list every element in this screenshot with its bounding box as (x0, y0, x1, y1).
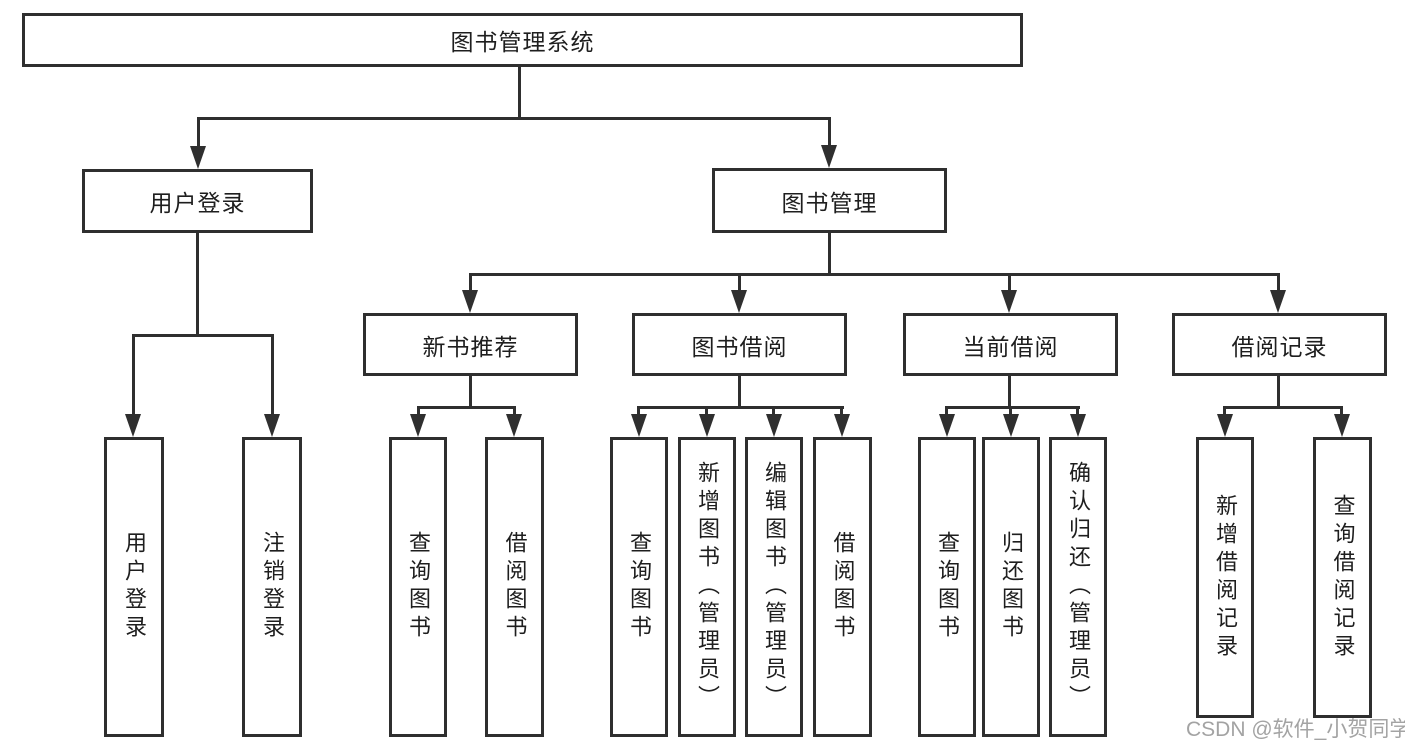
leaf-cb-confirm-return-admin: 确认归还（管理员） (1049, 437, 1107, 737)
leaf-br-query-record: 查询借阅记录 (1313, 437, 1372, 718)
leaf-label: 归还图书 (999, 531, 1024, 643)
connector-to-book-mgmt (828, 117, 831, 148)
connector-root-stem (518, 66, 521, 119)
node-new-books: 新书推荐 (363, 313, 578, 376)
leaf-bb-query-books: 查询图书 (610, 437, 668, 737)
connector-new-books-stem (469, 375, 472, 408)
arrowhead (631, 414, 647, 437)
connector-leaf-stem (705, 406, 708, 417)
arrowhead (462, 290, 478, 313)
arrowhead (1070, 414, 1086, 437)
connector-user-login-bus (132, 334, 274, 337)
connector-leaf-stem (417, 406, 420, 417)
connector-to-current-borrow (1008, 273, 1011, 292)
leaf-bb-add-books-admin: 新增图书（管理员） (678, 437, 736, 737)
leaf-logout: 注销登录 (242, 437, 302, 737)
leaf-bb-borrow-books: 借阅图书 (813, 437, 872, 737)
connector-to-user-login (197, 117, 200, 149)
arrowhead (834, 414, 850, 437)
leaf-nb-query-books: 查询图书 (389, 437, 447, 737)
node-current-borrow: 当前借阅 (903, 313, 1118, 376)
connector-leaf-stem (513, 406, 516, 417)
connector-leaf-stem (1009, 406, 1012, 417)
connector-to-leaf-user-login (132, 334, 135, 417)
leaf-label: 查询图书 (627, 531, 652, 643)
leaf-label: 借阅图书 (502, 531, 528, 643)
arrowhead (766, 414, 782, 437)
arrowhead (1270, 290, 1286, 313)
connector-new-books-bus (417, 406, 515, 409)
arrowhead (190, 146, 206, 169)
leaf-label: 确认归还（管理员） (1066, 461, 1091, 713)
arrowhead (410, 414, 426, 437)
connector-current-borrow-stem (1008, 375, 1011, 408)
connector-level3-bus (469, 273, 1280, 276)
leaf-cb-query-books: 查询图书 (918, 437, 976, 737)
connector-leaf-stem (637, 406, 640, 417)
leaf-cb-return-books: 归还图书 (982, 437, 1040, 737)
arrowhead (1003, 414, 1019, 437)
leaf-label: 用户登录 (122, 531, 147, 643)
leaf-br-add-record: 新增借阅记录 (1196, 437, 1254, 718)
connector-leaf-stem (945, 406, 948, 417)
arrowhead (939, 414, 955, 437)
node-root: 图书管理系统 (22, 13, 1023, 67)
connector-leaf-stem (840, 406, 843, 417)
connector-book-borrow-stem (738, 375, 741, 408)
arrowhead (264, 414, 280, 437)
arrowhead (1334, 414, 1350, 437)
connector-user-login-stem (196, 232, 199, 336)
connector-current-borrow-bus (945, 406, 1080, 409)
leaf-label: 查询借阅记录 (1330, 493, 1356, 662)
leaf-label: 新增借阅记录 (1213, 493, 1238, 662)
arrowhead (821, 145, 837, 168)
connector-leaf-stem (1223, 406, 1226, 417)
watermark: CSDN @软件_小贺同学 (1186, 718, 1405, 741)
connector-book-borrow-bus (637, 406, 844, 409)
node-borrow-records: 借阅记录 (1172, 313, 1387, 376)
arrowhead (1001, 290, 1017, 313)
connector-leaf-stem (1340, 406, 1343, 417)
node-book-mgmt: 图书管理 (712, 168, 947, 233)
connector-to-leaf-logout (271, 334, 274, 417)
arrowhead (731, 290, 747, 313)
leaf-nb-borrow-books: 借阅图书 (485, 437, 544, 737)
connector-borrow-records-bus (1223, 406, 1343, 409)
leaf-label: 查询图书 (406, 531, 431, 643)
leaf-label: 借阅图书 (830, 531, 856, 643)
leaf-user-login: 用户登录 (104, 437, 164, 737)
leaf-label: 注销登录 (260, 531, 285, 643)
connector-borrow-records-stem (1277, 375, 1280, 408)
connector-leaf-stem (772, 406, 775, 417)
leaf-bb-edit-books-admin: 编辑图书（管理员） (745, 437, 803, 737)
connector-level2-bus (197, 117, 831, 120)
leaf-label: 查询图书 (935, 531, 960, 643)
connector-book-mgmt-stem (828, 232, 831, 275)
leaf-label: 编辑图书（管理员） (762, 461, 787, 713)
node-user-login: 用户登录 (82, 169, 313, 233)
connector-leaf-stem (1076, 406, 1079, 417)
connector-to-new-books (469, 273, 472, 292)
connector-to-book-borrow (738, 273, 741, 292)
node-book-borrow: 图书借阅 (632, 313, 847, 376)
arrowhead (506, 414, 522, 437)
leaf-label: 新增图书（管理员） (695, 461, 720, 713)
connector-to-borrow-records (1277, 273, 1280, 292)
arrowhead (125, 414, 141, 437)
arrowhead (1217, 414, 1233, 437)
arrowhead (699, 414, 715, 437)
